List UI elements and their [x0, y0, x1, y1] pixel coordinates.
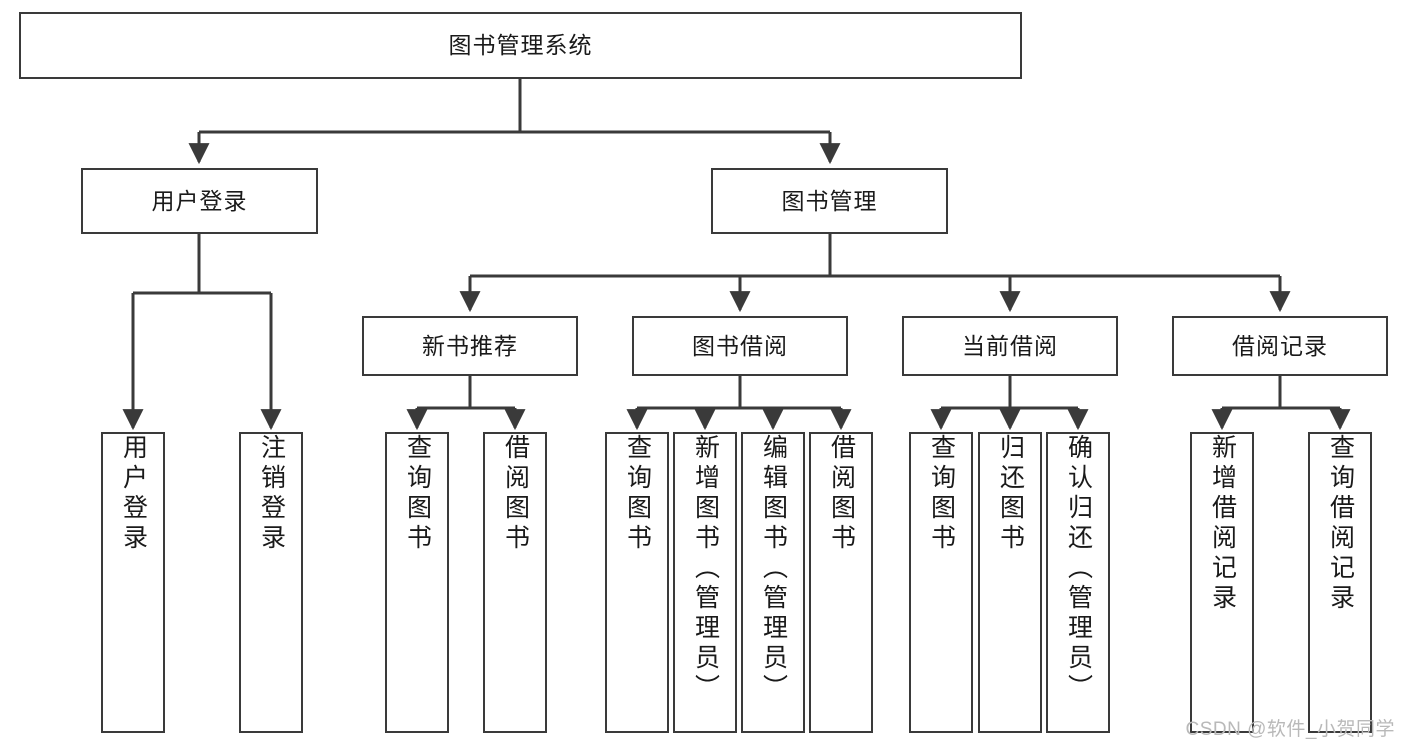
node-leaf-query-book-2-label: 查询图书: [623, 434, 652, 554]
node-leaf-edit-book[interactable]: 编辑图书（管理员）: [741, 432, 805, 733]
node-root-label: 图书管理系统: [448, 32, 593, 59]
node-leaf-query-book-1[interactable]: 查询图书: [385, 432, 449, 733]
node-current-borrow[interactable]: 当前借阅: [902, 316, 1118, 376]
node-current-borrow-label: 当前借阅: [962, 332, 1058, 359]
node-root[interactable]: 图书管理系统: [19, 12, 1022, 79]
node-new-book-rec-label: 新书推荐: [422, 332, 518, 359]
node-leaf-add-book-label: 新增图书（管理员）: [691, 434, 720, 704]
node-leaf-query-book-3-label: 查询图书: [927, 434, 956, 554]
node-book-manage[interactable]: 图书管理: [711, 168, 948, 234]
node-leaf-return-book[interactable]: 归还图书: [978, 432, 1042, 733]
node-leaf-confirm-return[interactable]: 确认归还（管理员）: [1046, 432, 1110, 733]
node-book-borrow[interactable]: 图书借阅: [632, 316, 848, 376]
node-new-book-rec[interactable]: 新书推荐: [362, 316, 578, 376]
node-leaf-query-record-label: 查询借阅记录: [1326, 434, 1355, 614]
node-leaf-user-logout[interactable]: 注销登录: [239, 432, 303, 733]
node-leaf-add-record-label: 新增借阅记录: [1208, 434, 1237, 614]
node-leaf-user-login[interactable]: 用户登录: [101, 432, 165, 733]
node-book-borrow-label: 图书借阅: [692, 332, 788, 359]
node-leaf-add-book[interactable]: 新增图书（管理员）: [673, 432, 737, 733]
node-leaf-query-record[interactable]: 查询借阅记录: [1308, 432, 1372, 733]
node-leaf-user-logout-label: 注销登录: [257, 434, 286, 554]
node-leaf-query-book-2[interactable]: 查询图书: [605, 432, 669, 733]
node-leaf-query-book-3[interactable]: 查询图书: [909, 432, 973, 733]
node-leaf-return-book-label: 归还图书: [996, 434, 1025, 554]
node-leaf-edit-book-label: 编辑图书（管理员）: [759, 434, 788, 704]
node-leaf-borrow-book-2[interactable]: 借阅图书: [809, 432, 873, 733]
node-leaf-borrow-book-2-label: 借阅图书: [827, 434, 856, 554]
node-leaf-borrow-book-1-label: 借阅图书: [501, 434, 530, 554]
csdn-watermark: CSDN @软件_小贺同学: [1185, 719, 1395, 740]
node-leaf-confirm-return-label: 确认归还（管理员）: [1064, 434, 1093, 704]
node-user-login-label: 用户登录: [151, 187, 248, 214]
node-leaf-borrow-book-1[interactable]: 借阅图书: [483, 432, 547, 733]
node-leaf-user-login-label: 用户登录: [119, 434, 148, 554]
node-borrow-record-label: 借阅记录: [1232, 332, 1328, 359]
node-user-login[interactable]: 用户登录: [81, 168, 318, 234]
node-leaf-query-book-1-label: 查询图书: [403, 434, 432, 554]
node-borrow-record[interactable]: 借阅记录: [1172, 316, 1388, 376]
node-book-manage-label: 图书管理: [781, 187, 878, 214]
node-leaf-add-record[interactable]: 新增借阅记录: [1190, 432, 1254, 733]
